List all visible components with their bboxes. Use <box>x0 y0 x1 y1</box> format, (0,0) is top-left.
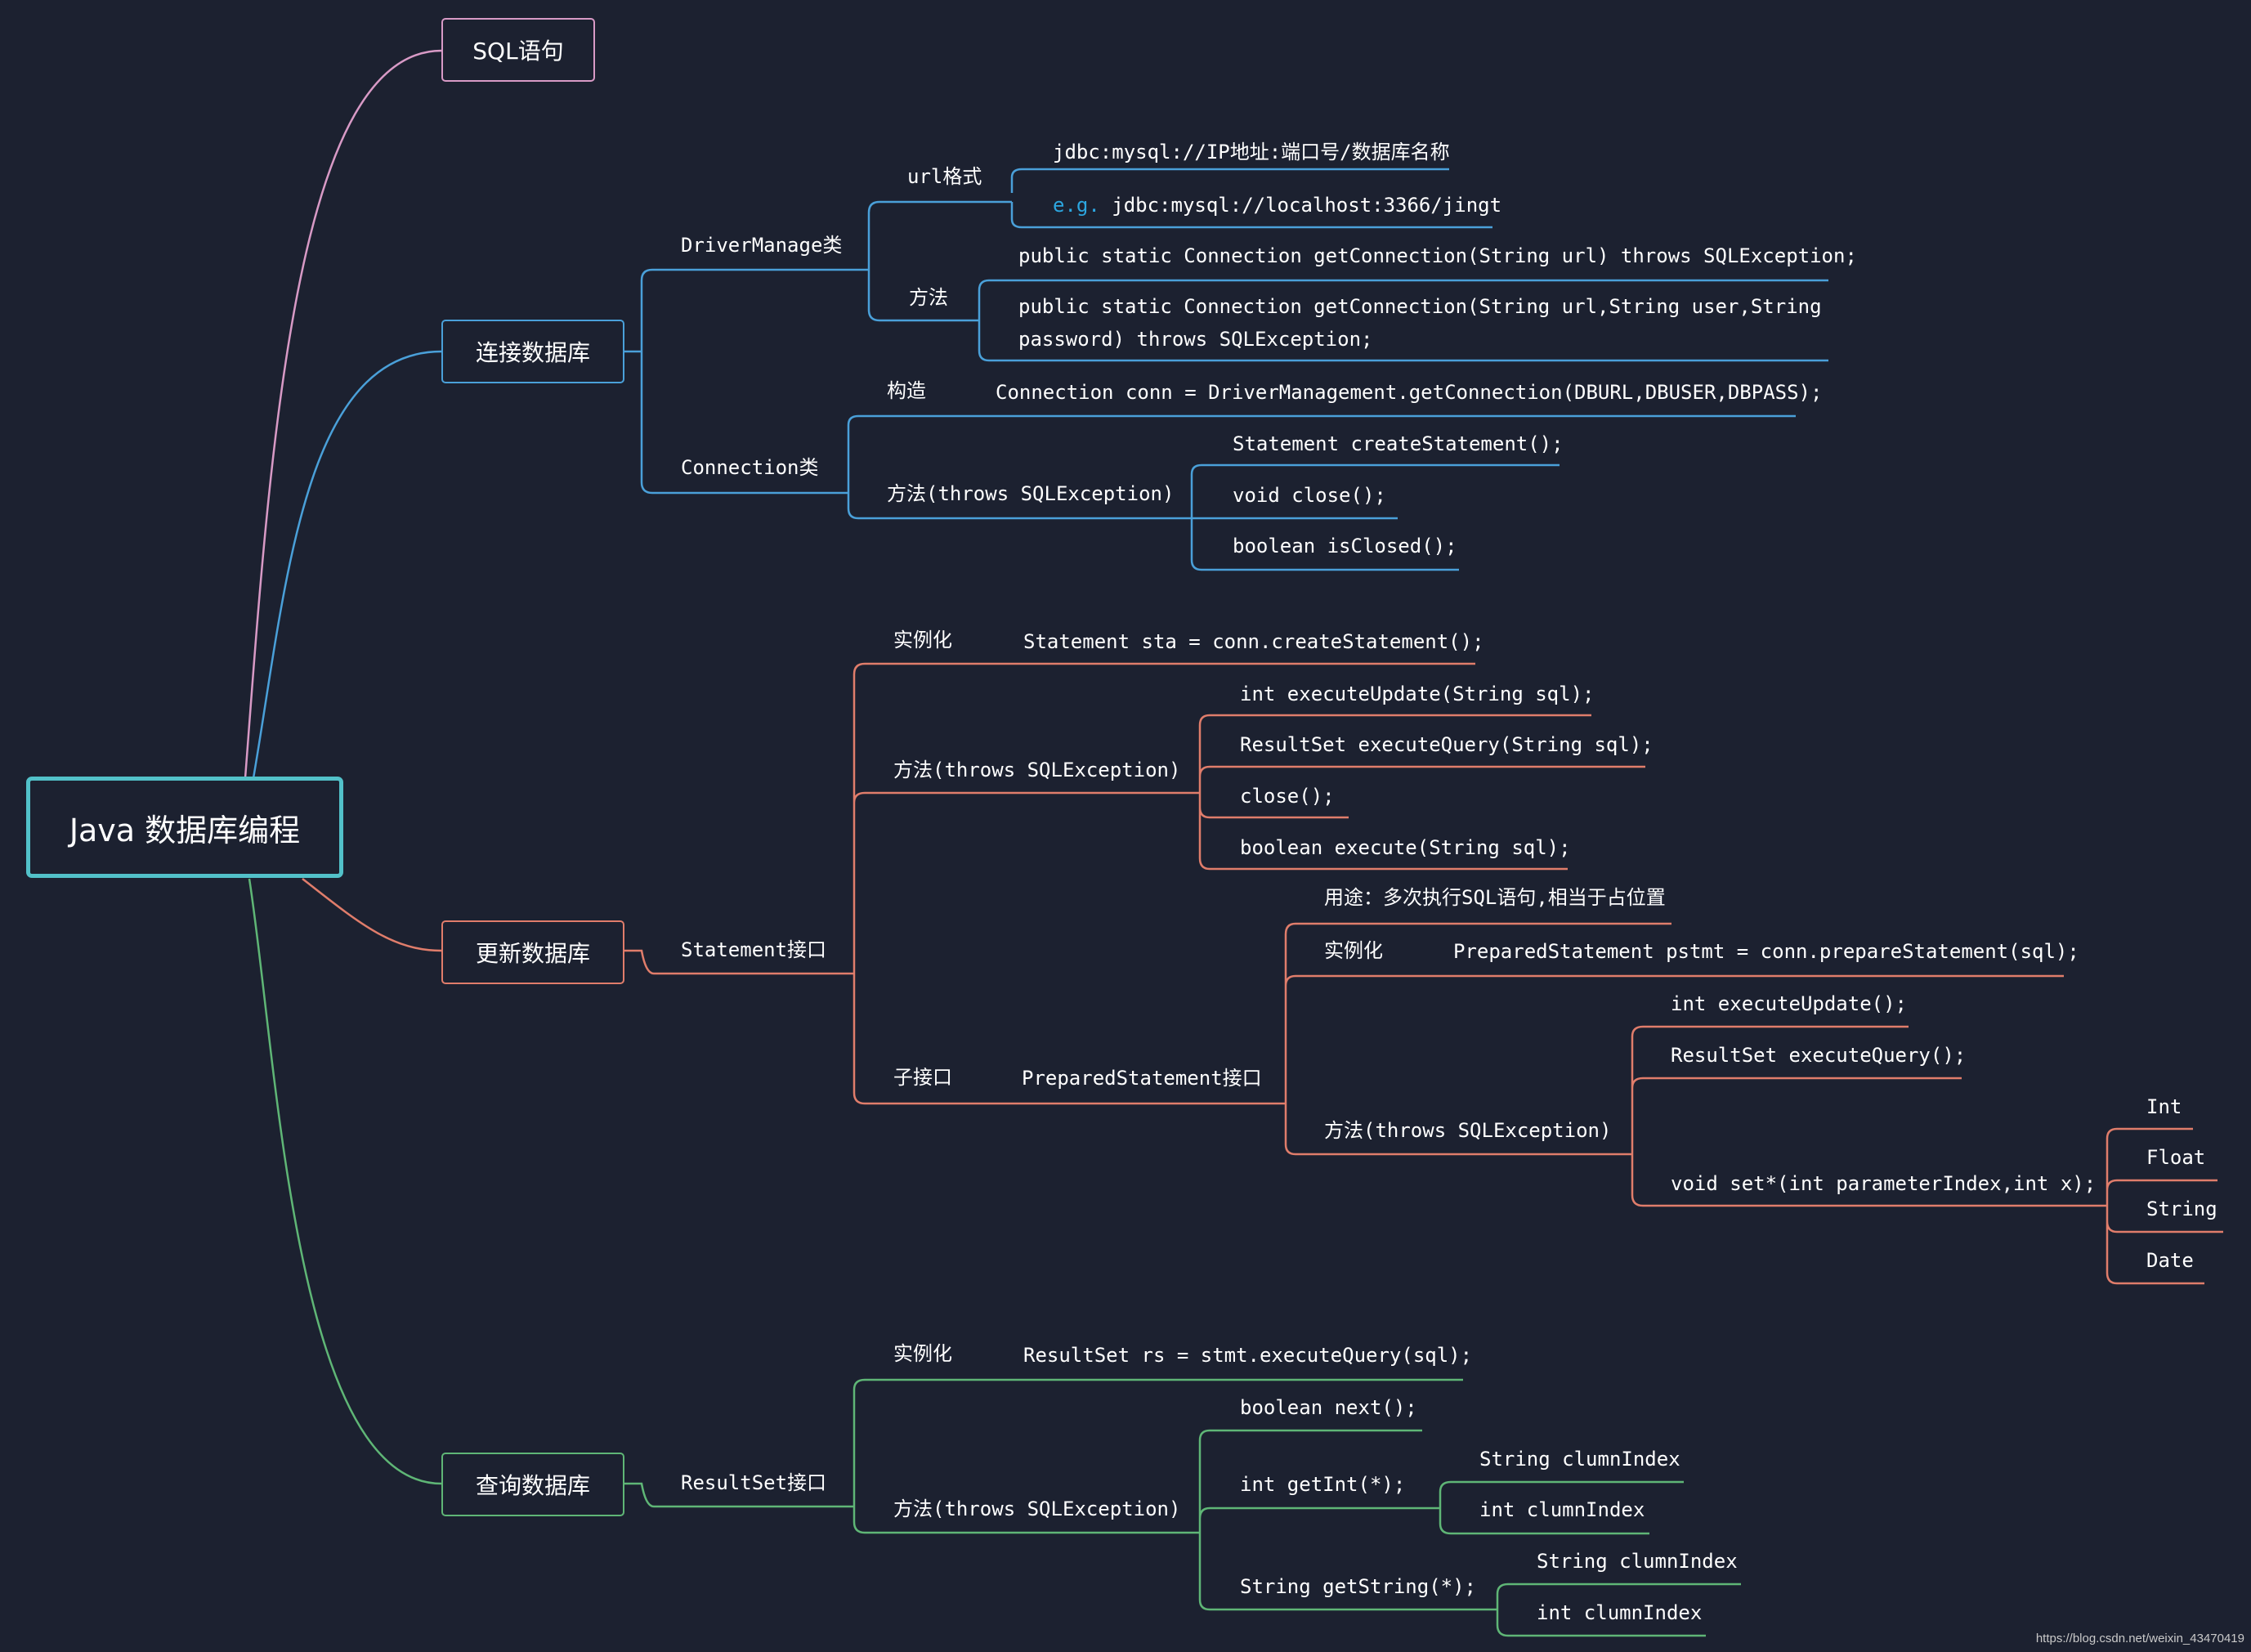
connector-getstring-bracket <box>1496 1583 1741 1637</box>
node-ctor-label[interactable]: 构造 <box>887 379 926 402</box>
node-conn-method-0[interactable]: Statement createStatement(); <box>1233 432 1564 455</box>
node-resultset[interactable]: ResultSet接口 <box>681 1471 827 1494</box>
connector-driver-bracket <box>867 200 1009 322</box>
node-getconnection-1[interactable]: public static Connection getConnection(S… <box>1018 244 1857 267</box>
example-prefix: e.g. <box>1053 194 1100 217</box>
node-prepared[interactable]: PreparedStatement接口 <box>1022 1067 1262 1090</box>
node-getstring-arg-1[interactable]: int clumnIndex <box>1537 1601 1703 1624</box>
topic-update[interactable]: 更新数据库 <box>441 920 624 984</box>
node-getstring-arg-0[interactable]: String clumnIndex <box>1537 1550 1738 1573</box>
node-getint-arg-1[interactable]: int clumnIndex <box>1479 1498 1645 1521</box>
node-type-int[interactable]: Int <box>2146 1095 2182 1118</box>
node-url-pattern[interactable]: jdbc:mysql://IP地址:端口号/数据库名称 <box>1053 141 1450 163</box>
connector-rs-methods-bracket <box>1198 1429 1496 1611</box>
node-statement[interactable]: Statement接口 <box>681 938 827 961</box>
node-url-example[interactable]: e.g. jdbc:mysql://localhost:3366/jingt <box>1053 195 1501 215</box>
node-prep-method-0[interactable]: int executeUpdate(); <box>1671 992 1907 1015</box>
node-ctor[interactable]: Connection conn = DriverManagement.getCo… <box>996 381 1823 404</box>
node-conn-method-1[interactable]: void close(); <box>1233 484 1386 507</box>
connector-root-connect <box>252 350 442 779</box>
connector-types-bracket <box>2106 1127 2223 1285</box>
topic-update-label: 更新数据库 <box>475 940 590 967</box>
node-prep-method-2[interactable]: void set*(int parameterIndex,int x); <box>1671 1172 2097 1195</box>
topic-connect[interactable]: 连接数据库 <box>441 320 624 383</box>
example-value: jdbc:mysql://localhost:3366/jingt <box>1112 194 1502 217</box>
connector-root-update <box>302 878 442 952</box>
node-getconnection-2[interactable]: public static Connection getConnection(S… <box>1018 295 1822 351</box>
connector-connect-bracket <box>640 268 653 495</box>
node-getint-arg-0[interactable]: String clumnIndex <box>1479 1448 1680 1471</box>
connector-resultset-bracket <box>853 1378 1463 1534</box>
root-topic[interactable]: Java 数据库编程 <box>26 777 343 878</box>
node-rs-inst-label[interactable]: 实例化 <box>893 1342 952 1365</box>
topic-sql[interactable]: SQL语句 <box>441 18 595 82</box>
node-prep-methods-label[interactable]: 方法(throws SQLException) <box>1324 1119 1612 1142</box>
node-rs-next[interactable]: boolean next(); <box>1240 1396 1417 1419</box>
node-drivermanage[interactable]: DriverManage类 <box>681 234 843 257</box>
node-type-float[interactable]: Float <box>2146 1146 2206 1169</box>
node-rs-getint[interactable]: int getInt(*); <box>1240 1473 1406 1496</box>
connector-update-out <box>624 949 854 975</box>
node-connection[interactable]: Connection类 <box>681 456 819 479</box>
connector-url-bracket <box>1009 168 1492 229</box>
node-prep-inst-label[interactable]: 实例化 <box>1324 939 1383 962</box>
topic-query-label: 查询数据库 <box>475 1472 590 1499</box>
node-stmt-inst[interactable]: Statement sta = conn.createStatement(); <box>1023 630 1484 653</box>
node-rs-getstring[interactable]: String getString(*); <box>1240 1575 1476 1598</box>
node-stmt-method-0[interactable]: int executeUpdate(String sql); <box>1240 683 1595 705</box>
node-prepared-usage[interactable]: 用途：多次执行SQL语句,相当于占位置 <box>1324 886 1666 909</box>
node-stmt-method-1[interactable]: ResultSet executeQuery(String sql); <box>1240 733 1654 756</box>
root-label: Java 数据库编程 <box>69 812 301 848</box>
connector-statement-bracket <box>853 662 1475 1105</box>
node-stmt-method-2[interactable]: close(); <box>1240 785 1335 808</box>
connector-getint-bracket <box>1439 1480 1684 1535</box>
node-prep-inst[interactable]: PreparedStatement pstmt = conn.prepareSt… <box>1453 940 2079 963</box>
connector-connection-bracket <box>847 414 1796 520</box>
node-stmt-inst-label[interactable]: 实例化 <box>893 629 952 651</box>
topic-connect-label: 连接数据库 <box>475 339 590 366</box>
connector-root-sql <box>244 49 442 779</box>
node-sub-interface[interactable]: 子接口 <box>893 1066 952 1089</box>
connector-query-out <box>624 1482 854 1508</box>
node-driver-methods[interactable]: 方法 <box>909 286 948 309</box>
node-rs-methods-label[interactable]: 方法(throws SQLException) <box>893 1498 1181 1520</box>
node-conn-methods-label[interactable]: 方法(throws SQLException) <box>887 482 1175 505</box>
connector-prep-methods-bracket <box>1631 1025 2107 1207</box>
node-rs-inst[interactable]: ResultSet rs = stmt.executeQuery(sql); <box>1023 1344 1473 1367</box>
connector-root-query <box>248 878 442 1485</box>
node-stmt-methods-label[interactable]: 方法(throws SQLException) <box>893 759 1181 781</box>
topic-sql-label: SQL语句 <box>472 38 564 65</box>
connector-stmt-methods-bracket <box>1198 714 1645 871</box>
node-url-format[interactable]: url格式 <box>907 165 982 188</box>
connector-methods-bracket <box>978 279 1828 362</box>
node-type-string[interactable]: String <box>2146 1198 2217 1220</box>
connector-prepared-bracket <box>1284 922 2064 1156</box>
connector-conn-methods-bracket <box>1190 463 1560 571</box>
topic-query[interactable]: 查询数据库 <box>441 1453 624 1516</box>
watermark: https://blog.csdn.net/weixin_43470419 <box>2035 1632 2244 1645</box>
node-conn-method-2[interactable]: boolean isClosed(); <box>1233 535 1457 557</box>
node-prep-method-1[interactable]: ResultSet executeQuery(); <box>1671 1044 1967 1067</box>
node-type-date[interactable]: Date <box>2146 1249 2194 1272</box>
node-stmt-method-3[interactable]: boolean execute(String sql); <box>1240 836 1571 859</box>
